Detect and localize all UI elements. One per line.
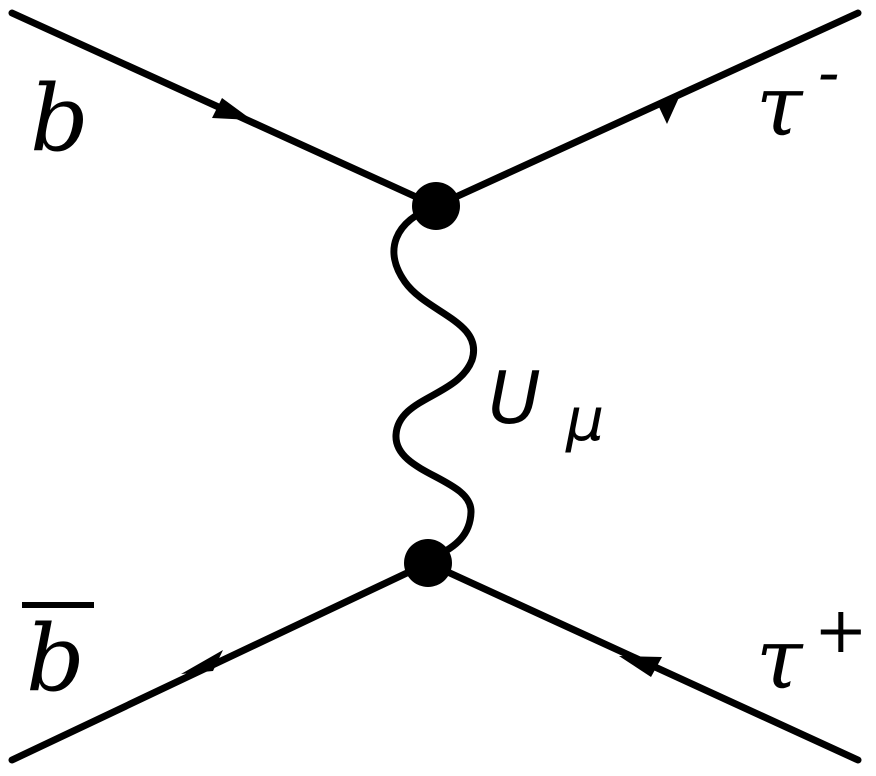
b-bar-line	[8, 559, 432, 764]
label-b-bar: b	[22, 602, 94, 712]
upper-vertex-dot	[412, 182, 460, 230]
label-tau-minus-base: τ	[756, 57, 804, 155]
lower-vertex-dot	[404, 539, 452, 587]
b-quark-arrow	[212, 98, 252, 120]
tau-plus-arrow	[619, 656, 662, 677]
label-tau-plus-base: τ	[756, 610, 804, 708]
label-tau-minus: τ -	[756, 36, 840, 155]
label-tau-plus: τ +	[756, 594, 868, 708]
mediator-boson-line	[390, 202, 478, 567]
label-mediator: U μ	[488, 356, 604, 455]
label-b: b	[30, 65, 89, 172]
label-mediator-base: U	[488, 356, 541, 440]
tau-minus-arrow	[659, 93, 681, 124]
label-tau-minus-superscript: -	[818, 36, 840, 110]
label-tau-plus-superscript: +	[814, 594, 868, 668]
tau-minus-line	[432, 9, 862, 210]
label-mediator-subscript: μ	[565, 385, 604, 455]
b-bar-arrow	[181, 650, 223, 674]
label-b-bar-text: b	[26, 605, 85, 712]
